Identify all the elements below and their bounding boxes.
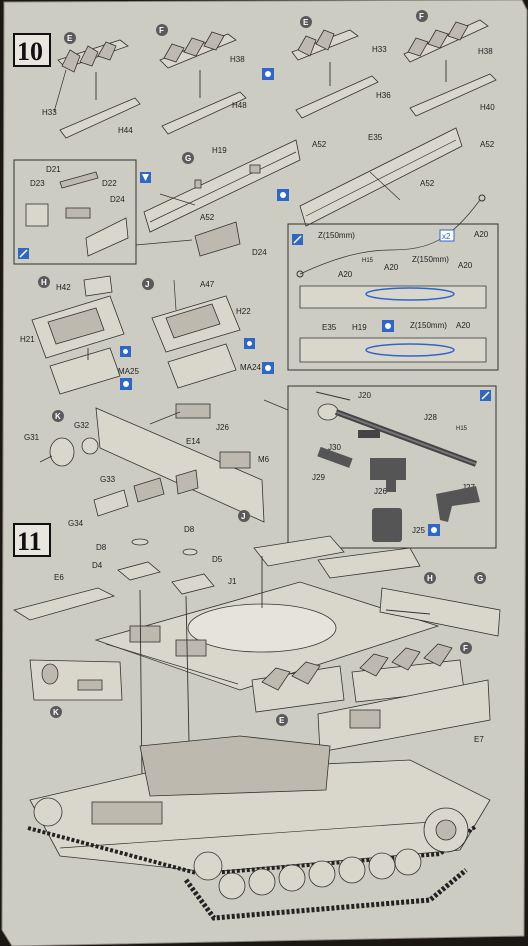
- svg-text:A20: A20: [474, 230, 489, 239]
- svg-text:K: K: [55, 412, 61, 421]
- svg-text:H: H: [427, 574, 433, 583]
- tank-hull-y: Y: [27, 735, 491, 921]
- svg-text:H38: H38: [230, 55, 245, 64]
- svg-text:A52: A52: [420, 179, 435, 188]
- svg-text:D22: D22: [102, 179, 117, 188]
- step-11-box: [13, 523, 51, 557]
- svg-text:x2: x2: [442, 232, 451, 241]
- svg-text:Z(150mm): Z(150mm): [318, 231, 355, 240]
- svg-text:H44: H44: [118, 126, 133, 135]
- svg-text:J26: J26: [374, 487, 387, 496]
- svg-text:G34: G34: [68, 519, 84, 528]
- svg-text:F: F: [419, 12, 424, 21]
- svg-text:A20: A20: [456, 321, 471, 330]
- svg-text:A52: A52: [312, 140, 327, 149]
- svg-text:H33: H33: [42, 108, 57, 117]
- detail-box-a20-cable: Z(150mm) A20 A20 x2 H15 A20 Z(150mm) A20…: [287, 194, 499, 371]
- svg-text:D23: D23: [30, 179, 45, 188]
- svg-text:H15: H15: [456, 426, 468, 432]
- svg-text:G32: G32: [74, 421, 90, 430]
- svg-text:H15: H15: [362, 258, 374, 264]
- svg-text:Z(150mm): Z(150mm): [410, 321, 447, 330]
- svg-text:G31: G31: [24, 433, 40, 442]
- svg-text:J20: J20: [358, 391, 371, 400]
- x2-badge: [439, 229, 455, 242]
- svg-text:E7: E7: [474, 735, 484, 744]
- svg-text:K: K: [53, 708, 59, 717]
- detail-box-mg-weapon: J20 J28 H15 J30 J29 J26 J27 J25: [263, 385, 497, 549]
- svg-text:J: J: [241, 512, 245, 521]
- svg-text:E35: E35: [368, 133, 383, 142]
- svg-text:J29: J29: [312, 473, 325, 482]
- svg-text:E35: E35: [322, 323, 337, 332]
- svg-text:D5: D5: [212, 555, 223, 564]
- svg-text:H22: H22: [236, 307, 251, 316]
- step-10-box: [13, 33, 51, 67]
- svg-text:H19: H19: [212, 146, 227, 155]
- svg-text:A20: A20: [458, 261, 473, 270]
- svg-text:F: F: [159, 26, 164, 35]
- svg-text:MA24: MA24: [240, 363, 261, 372]
- svg-text:J30: J30: [328, 443, 341, 452]
- svg-text:H: H: [41, 278, 47, 287]
- svg-text:G: G: [477, 574, 483, 583]
- svg-text:J28: J28: [424, 413, 437, 422]
- svg-text:H19: H19: [352, 323, 367, 332]
- assembly-j-hatch: J A47 H22 MA24: [142, 278, 274, 389]
- svg-text:A47: A47: [200, 280, 215, 289]
- svg-text:H48: H48: [232, 101, 247, 110]
- assembly-e-top: E H33 H44: [42, 32, 141, 139]
- step-11-number: 11: [17, 527, 42, 556]
- svg-text:M6: M6: [258, 455, 270, 464]
- svg-text:J26: J26: [216, 423, 229, 432]
- step-10-number: 10: [17, 37, 43, 66]
- svg-text:Z(150mm): Z(150mm): [412, 255, 449, 264]
- assembly-f-top: F H38 H48: [156, 24, 247, 135]
- svg-text:H36: H36: [376, 91, 391, 100]
- hull-top-deck: [13, 581, 440, 691]
- svg-text:D8: D8: [96, 543, 107, 552]
- assembly-k-rear-plate: K G31 G32 E14 J26 M6 G33 G34: [24, 403, 270, 528]
- svg-text:E: E: [303, 18, 309, 27]
- assembly-h-hatch: H H42 H21 MA25: [20, 275, 139, 395]
- svg-text:H42: H42: [56, 283, 71, 292]
- assembly-e-top-right: E H33 H36: [291, 16, 391, 119]
- svg-text:D8: D8: [184, 525, 195, 534]
- svg-text:H33: H33: [372, 45, 387, 54]
- svg-text:E14: E14: [186, 437, 201, 446]
- assembly-f-top-right: F H38 H40: [403, 10, 497, 117]
- svg-text:A20: A20: [384, 263, 399, 272]
- svg-text:D24: D24: [252, 248, 267, 257]
- svg-text:D21: D21: [46, 165, 61, 174]
- svg-text:A20: A20: [338, 270, 353, 279]
- svg-text:G33: G33: [100, 475, 116, 484]
- svg-text:E: E: [279, 716, 285, 725]
- svg-text:H40: H40: [480, 103, 495, 112]
- svg-text:H21: H21: [20, 335, 35, 344]
- assembly-e35-plate: E35 A52 A52: [299, 127, 495, 227]
- svg-text:J: J: [145, 280, 149, 289]
- svg-text:G: G: [185, 154, 191, 163]
- svg-text:MA25: MA25: [118, 367, 139, 376]
- svg-text:D24: D24: [110, 195, 125, 204]
- svg-text:E6: E6: [54, 573, 64, 582]
- assembly-g-side-plate: G H19 A52 A52 D24: [143, 139, 327, 257]
- svg-text:E: E: [67, 34, 73, 43]
- svg-text:D4: D4: [92, 561, 103, 570]
- svg-text:H38: H38: [478, 47, 493, 56]
- svg-text:A52: A52: [480, 140, 495, 149]
- svg-text:J1: J1: [228, 577, 237, 586]
- svg-text:J25: J25: [412, 526, 425, 535]
- svg-text:A52: A52: [200, 213, 215, 222]
- svg-text:F: F: [463, 644, 468, 653]
- detail-box-d-parts: D21 D23 D22 D24: [13, 159, 193, 265]
